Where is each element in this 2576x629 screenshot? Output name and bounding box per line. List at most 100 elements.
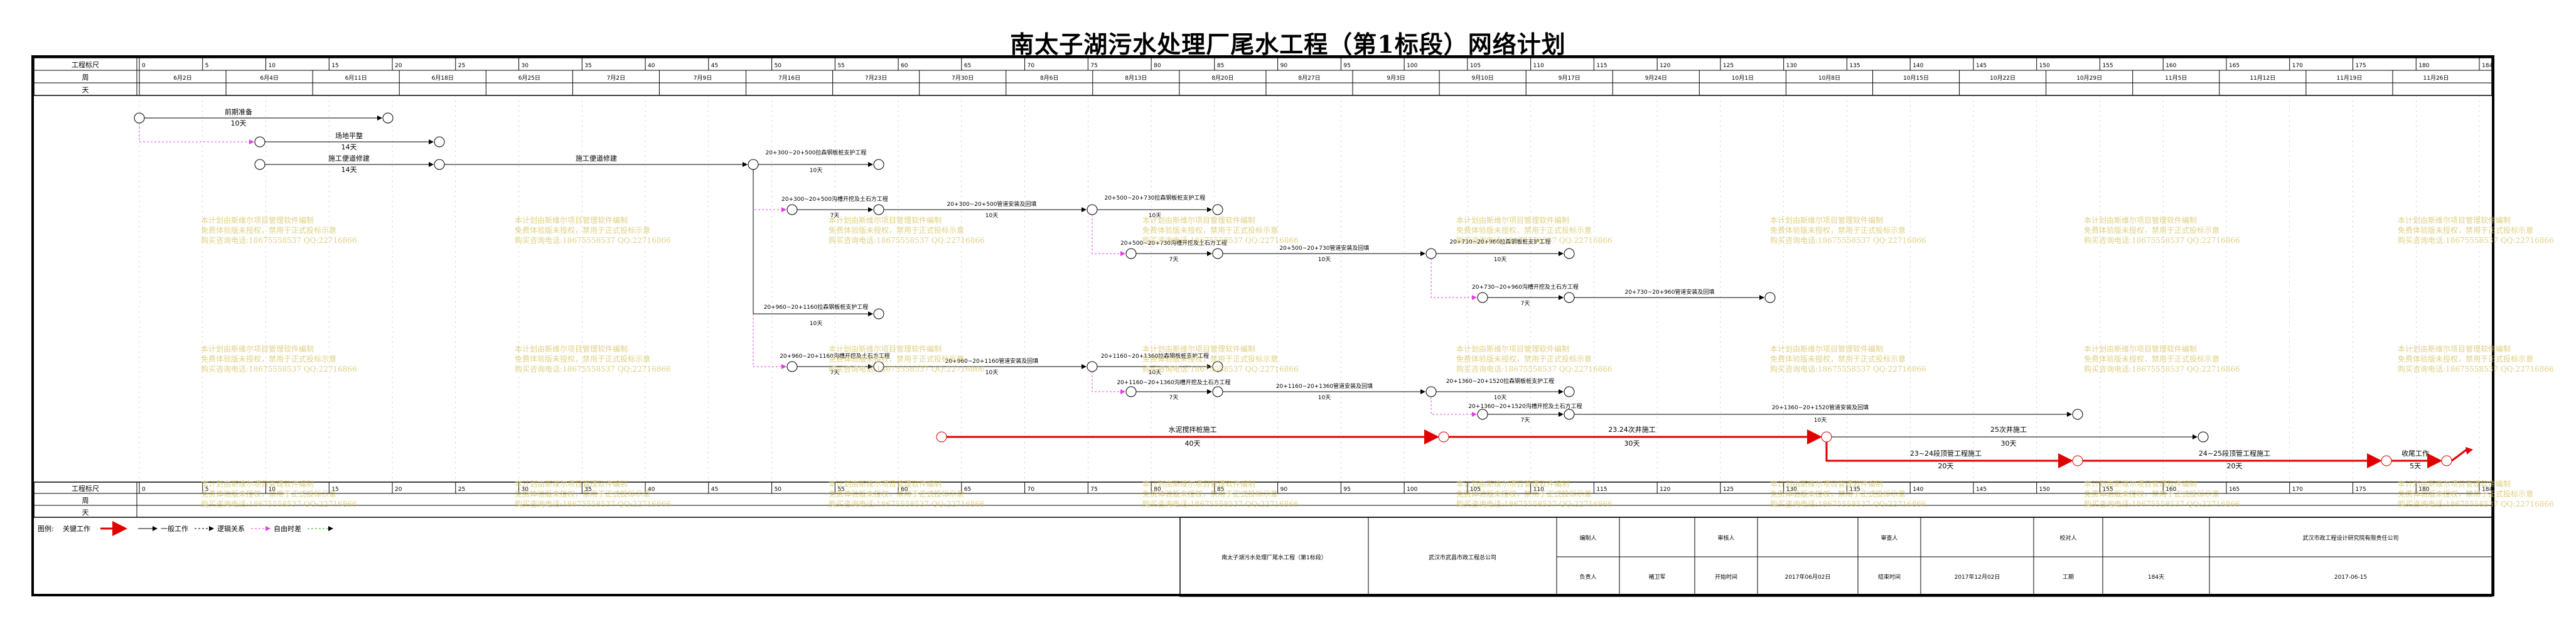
float-arrow xyxy=(753,169,786,212)
bottom-tick-label: 170 xyxy=(2292,487,2303,493)
activity-name: 20+500~20+730沟槽开挖及土石方工程 xyxy=(1120,239,1227,247)
event-node xyxy=(254,159,266,170)
bottom-label-day: 天 xyxy=(82,508,89,517)
activity-duration: 10天 xyxy=(1318,257,1331,263)
ruler-tick-label: 60 xyxy=(901,63,908,69)
watermark-text: 购买咨询电话:18675558537 QQ:22716866 xyxy=(515,235,671,245)
event-node xyxy=(1087,361,1098,372)
activity-name: 20+1360~20+1520管道安装及回填 xyxy=(1772,404,1869,411)
activity-name: 施工便道修建 xyxy=(576,154,617,163)
week-label: 8月20日 xyxy=(1211,75,1233,82)
ruler-tick-label: 30 xyxy=(522,63,529,69)
watermark-text: 购买咨询电话:18675558537 QQ:22716866 xyxy=(829,499,985,508)
ruler-tick-label: 120 xyxy=(1660,63,1670,69)
ruler-tick-label: 90 xyxy=(1280,63,1288,69)
watermark-text: 免费体验版未授权，禁用于正式投标示意 xyxy=(829,489,964,498)
event-node xyxy=(1425,386,1437,397)
event-node xyxy=(434,136,445,148)
finish-flag-icon xyxy=(2466,447,2473,454)
page-title: 南太子湖污水处理厂尾水工程（第1标段）网络计划 xyxy=(1010,30,1566,58)
watermark-text: 免费体验版未授权，禁用于正式投标示意 xyxy=(1456,354,1592,363)
ruler-tick-label: 130 xyxy=(1786,63,1797,69)
bottom-tick-label: 175 xyxy=(2355,487,2366,493)
watermark-text: 免费体验版未授权，禁用于正式投标示意 xyxy=(2084,489,2219,498)
watermark-text: 免费体验版未授权，禁用于正式投标示意 xyxy=(1142,225,1278,235)
critical-activity-name: 24~25段顶管工程施工 xyxy=(2199,449,2270,458)
watermark-text: 本计划由斯维尔项目管理软件编制 xyxy=(829,215,942,225)
activity-name: 20+960~20+1160拉森钢板桩支护工程 xyxy=(764,303,869,311)
activity-name: 20+300~20+500拉森钢板桩支护工程 xyxy=(766,149,867,156)
watermark-text: 本计划由斯维尔项目管理软件编制 xyxy=(1142,344,1255,353)
bottom-tick-label: 140 xyxy=(1913,487,1923,493)
activity-duration: 10天 xyxy=(1494,395,1506,401)
watermark-text: 免费体验版未授权，禁用于正式投标示意 xyxy=(201,354,336,363)
ruler-tick-label: 145 xyxy=(1976,63,1987,69)
ruler-tick-label: 125 xyxy=(1723,63,1734,69)
ruler-tick-label: 175 xyxy=(2355,63,2366,69)
week-label: 10月15日 xyxy=(1903,75,1929,82)
watermark-text: 购买咨询电话:18675558537 QQ:22716866 xyxy=(1142,235,1299,245)
start-value: 2017年06月02日 xyxy=(1785,573,1831,581)
watermark-text: 本计划由斯维尔项目管理软件编制 xyxy=(1770,479,1883,488)
bottom-tick-label: 25 xyxy=(458,487,465,493)
critical-activity-name: 水泥搅拌桩施工 xyxy=(1169,425,1217,434)
week-label: 10月29日 xyxy=(2076,75,2102,82)
watermark-text: 购买咨询电话:18675558537 QQ:22716866 xyxy=(515,499,671,508)
watermark-text: 本计划由斯维尔项目管理软件编制 xyxy=(1456,215,1569,225)
bottom-tick-label: 130 xyxy=(1786,487,1797,493)
event-node xyxy=(1212,248,1223,259)
bottom-tick-label: 5 xyxy=(205,487,209,493)
bottom-tick-label: 95 xyxy=(1343,487,1350,493)
watermark-text: 免费体验版未授权，禁用于正式投标示意 xyxy=(1142,489,1278,498)
watermark-text: 购买咨询电话:18675558537 QQ:22716866 xyxy=(1456,364,1613,374)
watermark-text: 购买咨询电话:18675558537 QQ:22716866 xyxy=(1142,499,1299,508)
watermark-text: 本计划由斯维尔项目管理软件编制 xyxy=(1770,215,1883,225)
bottom-tick-label: 20 xyxy=(395,487,402,493)
activity-name: 20+300~20+500沟槽开挖及土石方工程 xyxy=(781,195,888,203)
end-value: 2017年12月02日 xyxy=(1955,573,2000,581)
watermark-text: 购买咨询电话:18675558537 QQ:22716866 xyxy=(2398,364,2554,374)
watermark-text: 购买咨询电话:18675558537 QQ:22716866 xyxy=(1142,364,1299,374)
bottom-tick-label: 60 xyxy=(901,487,908,493)
critical-activity-name: 收尾工作 xyxy=(2402,449,2429,458)
ruler-tick-label: 55 xyxy=(837,63,844,69)
ruler-tick-label: 115 xyxy=(1596,63,1607,69)
finish-flag xyxy=(2451,448,2467,462)
week-label: 10月8日 xyxy=(1818,75,1840,82)
watermark-text: 免费体验版未授权，禁用于正式投标示意 xyxy=(1456,489,1592,498)
watermark-text: 本计划由斯维尔项目管理软件编制 xyxy=(1456,344,1569,353)
critical-node xyxy=(2072,455,2083,466)
event-node xyxy=(1212,361,1223,372)
watermark-text: 本计划由斯维尔项目管理软件编制 xyxy=(2084,344,2197,353)
activity-name: 20+1160~20+1360管道安装及回填 xyxy=(1276,382,1373,390)
critical-activity-duration: 5天 xyxy=(2410,462,2421,470)
week-label: 7月16日 xyxy=(778,75,800,82)
bottom-tick-label: 120 xyxy=(1660,487,1670,493)
watermark-text: 购买咨询电话:18675558537 QQ:22716866 xyxy=(1456,499,1613,508)
activity-name: 场地平整 xyxy=(335,131,363,140)
ruler-tick-label: 95 xyxy=(1343,63,1350,69)
watermark-text: 本计划由斯维尔项目管理软件编制 xyxy=(1456,479,1569,488)
critical-arrow xyxy=(1825,442,2073,468)
ruler-tick-label: 80 xyxy=(1154,63,1161,69)
watermark-text: 本计划由斯维尔项目管理软件编制 xyxy=(2398,479,2511,488)
activity-name: 20+1360~20+1520拉森钢板桩支护工程 xyxy=(1446,377,1554,385)
event-node xyxy=(1087,204,1098,215)
legend-logic-label: 逻辑关系 xyxy=(217,524,245,533)
watermark-text: 免费体验版未授权，禁用于正式投标示意 xyxy=(2398,225,2533,235)
week-label: 9月3日 xyxy=(1387,75,1405,82)
ruler-tick-label: 50 xyxy=(775,63,782,69)
week-label: 7月9日 xyxy=(694,75,712,82)
watermark-text: 本计划由斯维尔项目管理软件编制 xyxy=(829,479,942,488)
ruler-tick-label: 180 xyxy=(2418,63,2429,69)
watermark-text: 免费体验版未授权，禁用于正式投标示意 xyxy=(201,225,336,235)
activity-duration: 10天 xyxy=(810,168,822,174)
activity-name: 施工便道修建 xyxy=(328,154,370,163)
ruler-tick-label: 110 xyxy=(1533,63,1544,69)
bottom-tick-label: 15 xyxy=(331,487,338,493)
watermark-text: 本计划由斯维尔项目管理软件编制 xyxy=(2398,344,2511,353)
watermark-text: 免费体验版未授权，禁用于正式投标示意 xyxy=(829,354,964,363)
